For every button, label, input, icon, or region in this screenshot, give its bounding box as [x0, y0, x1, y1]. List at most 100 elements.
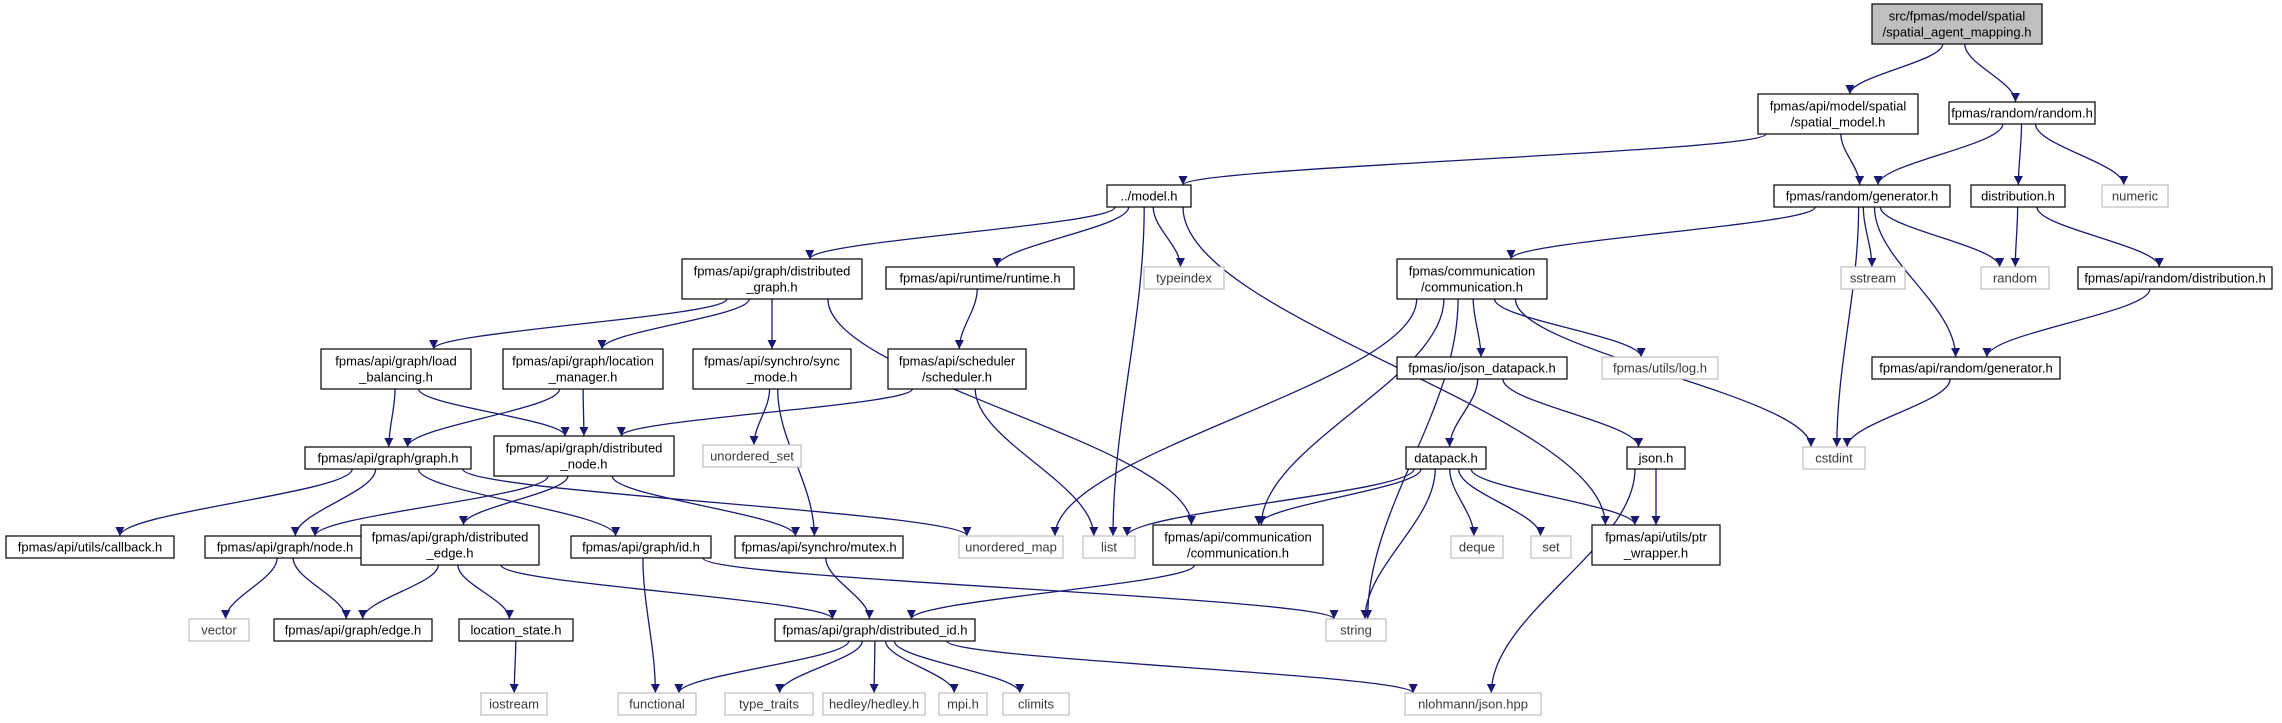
node-dist-graph[interactable]: fpmas/api/graph/distributed_graph.h — [681, 258, 863, 300]
node-box — [1143, 266, 1225, 290]
node-model-h[interactable]: ../model.h — [1106, 184, 1192, 208]
node-string: string — [1325, 618, 1387, 642]
node-label: fpmas/api/utils/callback.h — [18, 540, 163, 555]
node-label: /spatial_model.h — [1791, 115, 1886, 130]
node-box — [1152, 524, 1324, 566]
node-box — [1396, 258, 1548, 300]
node-label: fpmas/utils/log.h — [1613, 361, 1707, 376]
node-box — [1601, 356, 1719, 380]
node-box — [1970, 184, 2066, 208]
node-dist-node[interactable]: fpmas/api/graph/distributed_node.h — [493, 435, 675, 477]
node-label: fpmas/api/model/spatial — [1770, 99, 1907, 114]
node-json-datapack[interactable]: fpmas/io/json_datapack.h — [1396, 356, 1568, 380]
node-runtime-h[interactable]: fpmas/api/runtime/runtime.h — [885, 266, 1075, 290]
node-label: typeindex — [1156, 271, 1212, 286]
node-label: sstream — [1850, 271, 1896, 286]
edge-dist_id-to-hedley — [869, 640, 879, 694]
node-label: unordered_map — [965, 540, 1057, 555]
node-label: /scheduler.h — [922, 370, 992, 385]
node-box — [502, 348, 664, 390]
edge-loc_mgr-to-graph_h — [403, 388, 561, 448]
node-label: fpmas/api/utils/ptr — [1605, 530, 1708, 545]
edge-id_h-to-functional — [642, 557, 660, 694]
node-box — [570, 535, 712, 559]
node-box — [493, 435, 675, 477]
edge-generator_h-to-sstream — [1862, 206, 1877, 268]
node-mutex-h[interactable]: fpmas/api/synchro/mutex.h — [734, 535, 904, 559]
node-loc-mgr[interactable]: fpmas/api/graph/location_manager.h — [502, 348, 664, 390]
node-box — [2077, 266, 2273, 290]
node-scheduler[interactable]: fpmas/api/scheduler/scheduler.h — [887, 348, 1027, 390]
node-box — [188, 618, 250, 642]
node-label: deque — [1459, 540, 1495, 555]
node-unordered-set: unordered_set — [702, 444, 802, 468]
edge-model_h-to-typeindex — [1152, 206, 1185, 268]
node-nlohmann: nlohmann/json.hpp — [1404, 692, 1542, 716]
node-api-rand-dist[interactable]: fpmas/api/random/distribution.h — [2077, 266, 2273, 290]
node-box — [1082, 535, 1136, 559]
edge-dist_id-to-functional — [674, 640, 850, 694]
edge-mutex_h-to-dist_id — [825, 557, 874, 620]
node-label: _wrapper.h — [1623, 546, 1688, 561]
node-box — [938, 692, 988, 716]
node-set: set — [1530, 535, 1572, 559]
node-id-h[interactable]: fpmas/api/graph/id.h — [570, 535, 712, 559]
node-box — [320, 348, 472, 390]
node-label: numeric — [2112, 189, 2159, 204]
edge-load_bal-to-dist_node — [417, 388, 570, 437]
edge-datapack_h-to-list — [1122, 468, 1415, 537]
edge-api_comm-to-dist_id — [906, 564, 1196, 620]
node-box — [617, 692, 697, 716]
node-spatial-model[interactable]: fpmas/api/model/spatial/spatial_model.h — [1757, 93, 1919, 135]
edge-api_rand_gen-to-cstdint — [1842, 378, 1951, 448]
node-label: _manager.h — [548, 370, 618, 385]
node-label: fpmas/api/graph/node.h — [217, 540, 354, 555]
node-label: iostream — [489, 697, 539, 712]
edge-comm_top-to-api_comm — [1256, 298, 1445, 526]
node-label: fpmas/communication — [1409, 264, 1535, 279]
edge-random_h-to-distribution_h — [2013, 123, 2023, 186]
node-api-rand-gen[interactable]: fpmas/api/random/generator.h — [1871, 356, 2061, 380]
node-list: list — [1082, 535, 1136, 559]
node-callback-h[interactable]: fpmas/api/utils/callback.h — [5, 535, 175, 559]
node-graph-h[interactable]: fpmas/api/graph/graph.h — [304, 446, 472, 470]
edge-dist_id-to-type_traits — [775, 640, 863, 694]
node-edge-h[interactable]: fpmas/api/graph/edge.h — [273, 618, 433, 642]
node-dist-edge[interactable]: fpmas/api/graph/distributed_edge.h — [360, 524, 540, 566]
node-load-bal[interactable]: fpmas/api/graph/load_balancing.h — [320, 348, 472, 390]
node-box — [1404, 692, 1542, 716]
node-label: type_traits — [739, 697, 799, 712]
node-label: src/fpmas/model/spatial — [1889, 9, 2026, 24]
node-node-h[interactable]: fpmas/api/graph/node.h — [204, 535, 366, 559]
node-label: _graph.h — [745, 280, 797, 295]
node-label: json.h — [1638, 451, 1674, 466]
node-random-h[interactable]: fpmas/random/random.h — [1948, 101, 2096, 125]
node-box — [1980, 266, 2050, 290]
edge-json_datapack-to-datapack_h — [1445, 378, 1479, 448]
node-dist-id[interactable]: fpmas/api/graph/distributed_id.h — [774, 618, 976, 642]
edge-node_h-to-edge_h — [292, 557, 351, 620]
edge-root-to-spatial_model — [1845, 43, 1944, 95]
node-location-state[interactable]: location_state.h — [458, 618, 574, 642]
node-box — [1871, 3, 2043, 45]
node-box — [1802, 446, 1866, 470]
node-distribution-h[interactable]: distribution.h — [1970, 184, 2066, 208]
node-root[interactable]: src/fpmas/model/spatial/spatial_agent_ma… — [1871, 3, 2043, 45]
node-datapack-h[interactable]: datapack.h — [1405, 446, 1487, 470]
node-cstdint: cstdint — [1802, 446, 1866, 470]
node-generator-h[interactable]: fpmas/random/generator.h — [1773, 184, 1951, 208]
node-json-h[interactable]: json.h — [1626, 446, 1686, 470]
node-box — [887, 348, 1027, 390]
edge-dist_graph-to-loc_mgr — [597, 298, 750, 350]
node-label: fpmas/api/graph/distributed — [372, 530, 529, 545]
edge-datapack_h-to-set — [1457, 468, 1545, 537]
node-ptr-wrapper[interactable]: fpmas/api/utils/ptr_wrapper.h — [1591, 524, 1721, 566]
node-label: /communication.h — [1187, 546, 1289, 561]
node-sync-mode[interactable]: fpmas/api/synchro/sync_mode.h — [692, 348, 852, 390]
node-label: distribution.h — [1981, 189, 2055, 204]
node-box — [702, 444, 802, 468]
edge-loc_mgr-to-dist_node — [579, 388, 589, 437]
edge-dist_node-to-node_h — [310, 475, 549, 537]
node-api-comm[interactable]: fpmas/api/communication/communication.h — [1152, 524, 1324, 566]
node-comm-top[interactable]: fpmas/communication/communication.h — [1396, 258, 1548, 300]
